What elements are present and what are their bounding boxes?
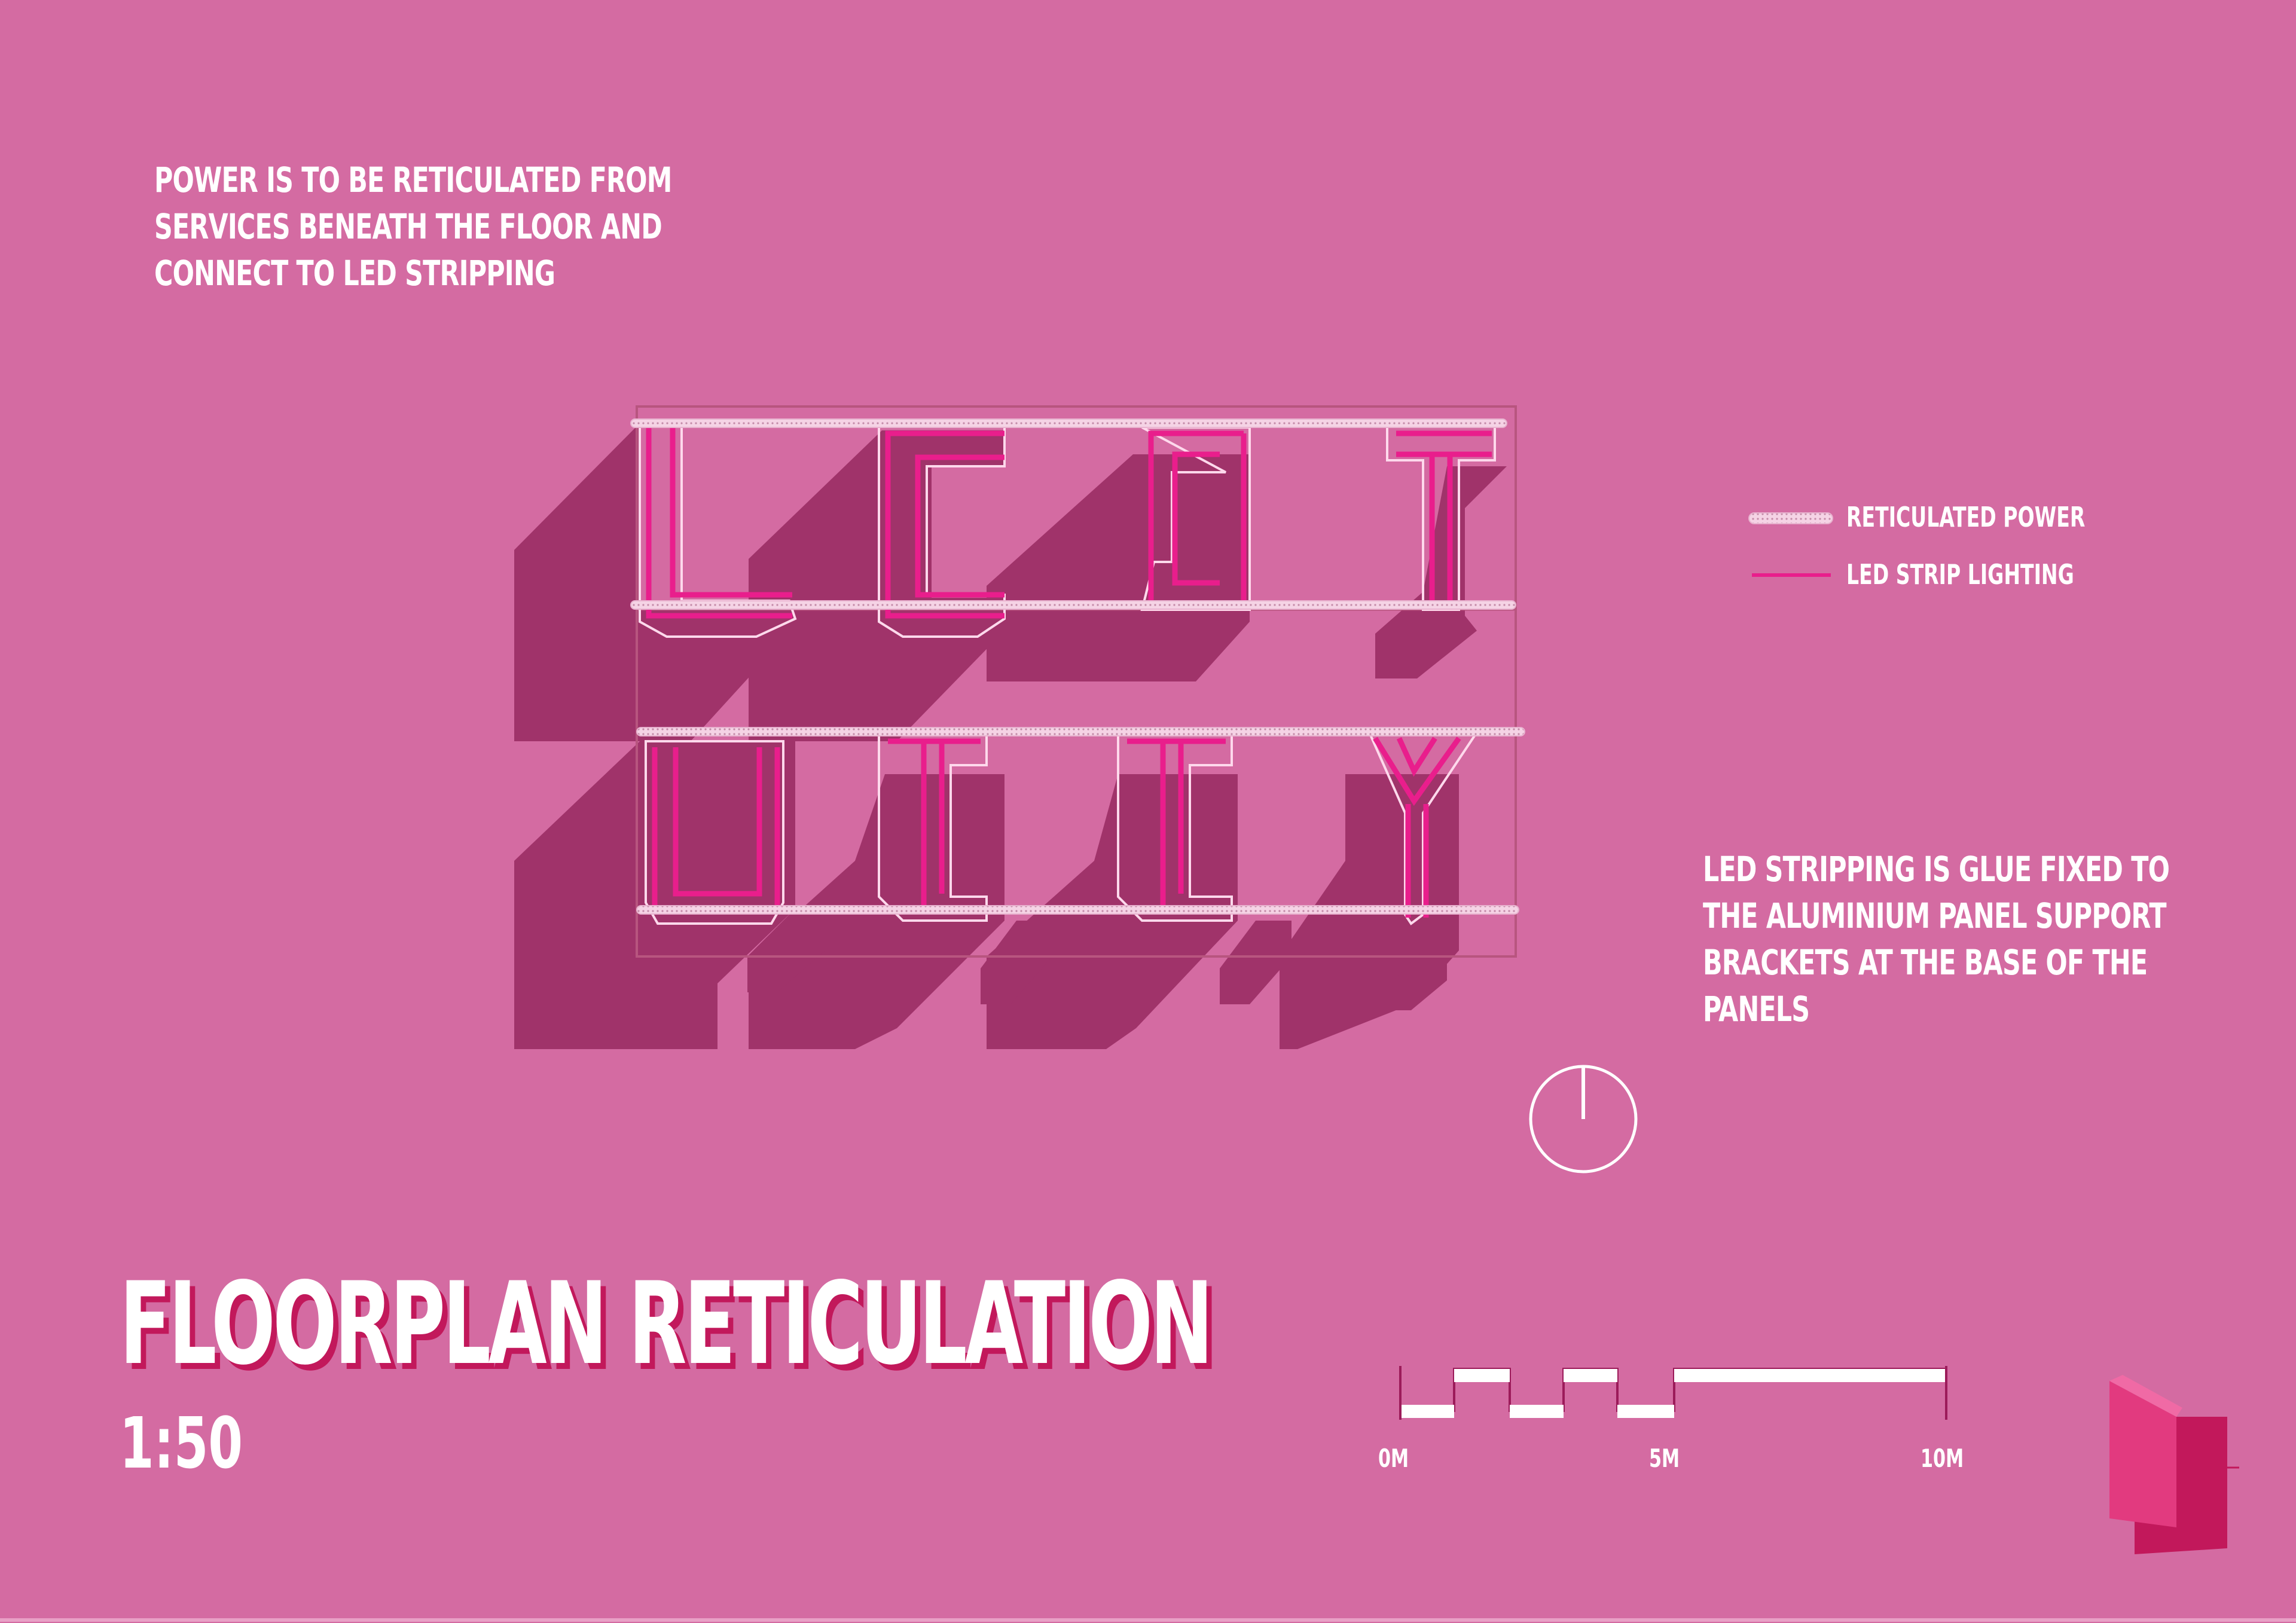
- panel-u: [645, 740, 784, 925]
- shadow-c: [749, 430, 1004, 741]
- drawing-boundary: [636, 405, 1517, 958]
- note-line: BRACKETS AT THE BASE OF THE: [1703, 942, 2148, 983]
- title-block: FLOORPLAN RETICULATION: [120, 1264, 1594, 1384]
- shadow-c2: [987, 454, 1250, 681]
- scale-bar: [1399, 1366, 1947, 1420]
- legend-label-power: RETICULATED POWER: [1846, 501, 2086, 533]
- shadow-l: [514, 424, 795, 741]
- note-line: CONNECT TO LED STRIPPING: [154, 253, 555, 294]
- note-line: POWER IS TO BE RETICULATED FROM: [154, 160, 672, 200]
- legend-power-swatch: [1748, 512, 1833, 524]
- scale-label-0: 0M: [1378, 1444, 1409, 1473]
- panel-l: [639, 423, 797, 638]
- scale-label-10: 10M: [1921, 1444, 1964, 1473]
- legend-label-led: LED STRIP LIGHTING: [1846, 558, 2074, 591]
- note-power-reticulation: POWER IS TO BE RETICULATED FROM SERVICES…: [154, 157, 672, 297]
- note-line: SERVICES BENEATH THE FLOOR AND: [154, 206, 662, 247]
- shadow-t: [1375, 466, 1507, 678]
- note-line: THE ALUMINIUM PANEL SUPPORT: [1703, 895, 2167, 936]
- drawing-scale: 1:50: [120, 1402, 243, 1484]
- panel-y: [1367, 731, 1479, 925]
- scale-label-5: 5M: [1649, 1444, 1680, 1473]
- note-led-fixing: LED STRIPPING IS GLUE FIXED TO THE ALUMI…: [1703, 846, 2170, 1032]
- page-title: FLOORPLAN RETICULATION: [120, 1258, 1213, 1390]
- note-line: LED STRIPPING IS GLUE FIXED TO: [1703, 849, 2170, 890]
- panel-c2: [1140, 426, 1251, 611]
- reticulated-power-lines: [630, 418, 1525, 915]
- panel-logo-icon: [2109, 1375, 2239, 1554]
- north-arrow-icon: [1529, 1065, 1638, 1173]
- note-line: PANELS: [1703, 989, 1810, 1029]
